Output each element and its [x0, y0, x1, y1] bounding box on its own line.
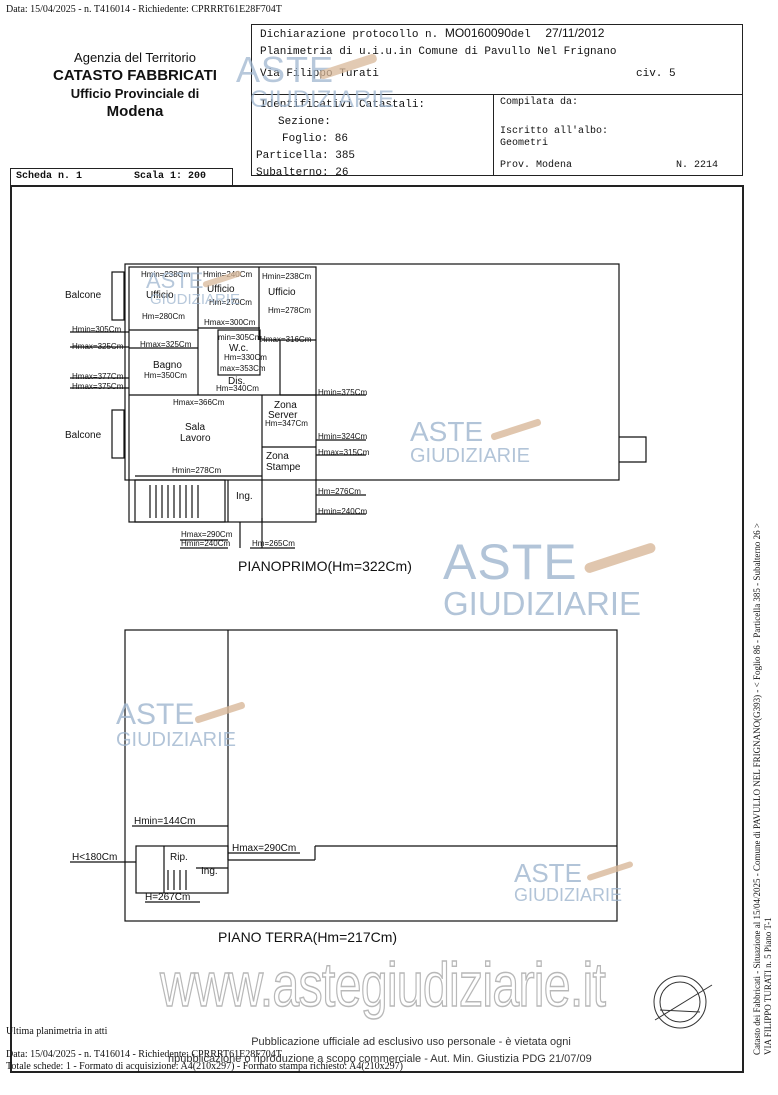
dim-label: Hmin=238Cm — [141, 270, 191, 279]
geometri-label: Geometri — [500, 138, 549, 149]
room-ingresso-ground: Ing. — [201, 866, 218, 877]
room-ufficio-1: Ufficio — [146, 290, 174, 301]
room-ufficio-2: Ufficio — [207, 284, 235, 295]
room-balcone-2: Balcone — [65, 430, 102, 441]
watermark-logo: ASTE GIUDIZIARIE — [514, 860, 634, 904]
dim-label: Hmin=324Cm — [318, 432, 368, 441]
dim-label: Hmax=290Cm — [181, 530, 233, 539]
ground-floor-title: PIANO TERRA(Hm=217Cm) — [218, 929, 398, 945]
dim-label: Hmax=377Cm — [72, 372, 124, 381]
watermark-logo: ASTE GIUDIZIARIE — [236, 49, 395, 113]
dim-label: Hmin=278Cm — [172, 466, 222, 475]
catasto-title: CATASTO FABBRICATI — [53, 67, 217, 84]
top-request-line: Data: 15/04/2025 - n. T416014 - Richiede… — [6, 4, 282, 15]
dim-label: max=353Cm — [220, 364, 266, 373]
province-name: Modena — [106, 103, 164, 120]
dim-label: Hmin=238Cm — [262, 272, 312, 281]
drawing-frame — [10, 185, 744, 1073]
dim-label: Hm=270Cm — [209, 298, 252, 307]
first-floor-title: PIANOPRIMO(Hm=322Cm) — [238, 558, 412, 574]
prov-label: Prov. Modena — [500, 160, 573, 171]
room-zona-server-2: Server — [268, 410, 298, 421]
ultima-planimetria: Ultima planimetria in atti — [6, 1026, 108, 1037]
scala-label: Scala 1: 200 — [134, 171, 207, 182]
website-watermark: www.astegiudiziarie.it — [159, 950, 606, 1021]
dim-label: H=267Cm — [145, 892, 191, 903]
dim-label: Hmax=290Cm — [232, 843, 297, 854]
dim-label: Hmin=144Cm — [134, 816, 196, 827]
first-floor-walls — [70, 263, 647, 549]
identifiers-list: Identificativi Catastali: Sezione: Fogli… — [256, 99, 426, 179]
room-bagno: Bagno — [153, 360, 182, 371]
civic-number: civ. 5 — [636, 68, 676, 80]
dim-label: Hmin=240Cm — [181, 539, 231, 548]
dim-label: Hm=278Cm — [268, 306, 311, 315]
dim-label: Hmax=325Cm — [72, 342, 124, 351]
dim-label: Hmax=315Cm — [318, 448, 370, 457]
publication-notice-2: ripubblicazione o riproduzione a scopo c… — [168, 1053, 592, 1065]
protocol-date: 27/11/2012 — [545, 26, 605, 40]
compiler-box — [493, 94, 743, 176]
dim-label: Hm=340Cm — [216, 384, 259, 393]
room-zona-stampe-1: Zona — [266, 451, 289, 462]
agency-name: Agenzia del Territorio — [74, 50, 196, 65]
dim-label: Hm=350Cm — [144, 371, 187, 380]
dim-label: Hmin=240Cm — [318, 507, 368, 516]
north-arrow-icon — [653, 975, 713, 1029]
scheda-label: Scheda n. 1 — [16, 171, 83, 182]
dim-label: Hmax=375Cm — [72, 382, 124, 391]
compilata-label: Compilata da: — [500, 97, 579, 108]
protocol-line: Dichiarazione protocollo n. MO0160090del… — [260, 26, 605, 41]
watermark-logo: ASTE GIUDIZIARIE — [443, 537, 657, 620]
room-sala: Sala — [185, 422, 206, 433]
planimetria-line: Planimetria di u.i.u.in Comune di Pavull… — [260, 46, 617, 58]
room-zona-stampe-2: Stampe — [266, 462, 301, 473]
iscritto-label: Iscritto all'albo: — [500, 126, 609, 137]
side-cadastral-text: Catasto dei Fabbricati - Situazione al 1… — [752, 522, 773, 1055]
watermark-logo: ASTE GIUDIZIARIE — [116, 700, 246, 750]
room-ingresso: Ing. — [236, 491, 253, 502]
watermark-logo: ASTE GIUDIZIARIE — [146, 268, 242, 308]
watermark-logo: ASTE GIUDIZIARIE — [410, 418, 542, 466]
dim-label: Hm=276Cm — [318, 487, 361, 496]
protocol-number: MO0160090 — [444, 26, 511, 40]
agency-block: Agenzia del Territorio CATASTO FABBRICAT… — [30, 50, 240, 120]
ufficio-label: Ufficio Provinciale di — [70, 86, 200, 101]
schede-info: Totale schede: 1 - Formato di acquisizio… — [6, 1061, 403, 1072]
dim-label: Hm=330Cm — [224, 353, 267, 362]
dim-label: min=305Cm — [218, 333, 262, 342]
dim-label: Hmax=366Cm — [173, 398, 225, 407]
dim-label: Hmin=375Cm — [318, 388, 368, 397]
dim-label: Hmin=305Cm — [72, 325, 122, 334]
registration-number: N. 2214 — [676, 160, 719, 171]
dim-label: Hm=347Cm — [265, 419, 308, 428]
room-balcone-1: Balcone — [65, 290, 102, 301]
room-dis: Dis. — [228, 376, 246, 387]
dim-label: Hmax=325Cm — [140, 340, 192, 349]
dim-label: Hmax=300Cm — [204, 318, 256, 327]
publication-notice: Pubblicazione ufficiale ad esclusivo uso… — [251, 1036, 571, 1048]
dim-label: Hm=280Cm — [142, 312, 185, 321]
room-ufficio-3: Ufficio — [268, 287, 296, 298]
dim-label: Hm=265Cm — [252, 539, 295, 548]
room-lavoro: Lavoro — [180, 433, 211, 444]
room-ripostiglio: Rip. — [170, 852, 188, 863]
dim-label: H<180Cm — [72, 852, 118, 863]
ground-floor-walls — [70, 629, 618, 922]
footer-request-line: Data: 15/04/2025 - n. T416014 - Richiede… — [6, 1049, 282, 1060]
room-wc: W.c. — [229, 343, 249, 354]
room-zona-server-1: Zona — [274, 400, 297, 411]
dim-label: Hmax=316Cm — [260, 335, 312, 344]
